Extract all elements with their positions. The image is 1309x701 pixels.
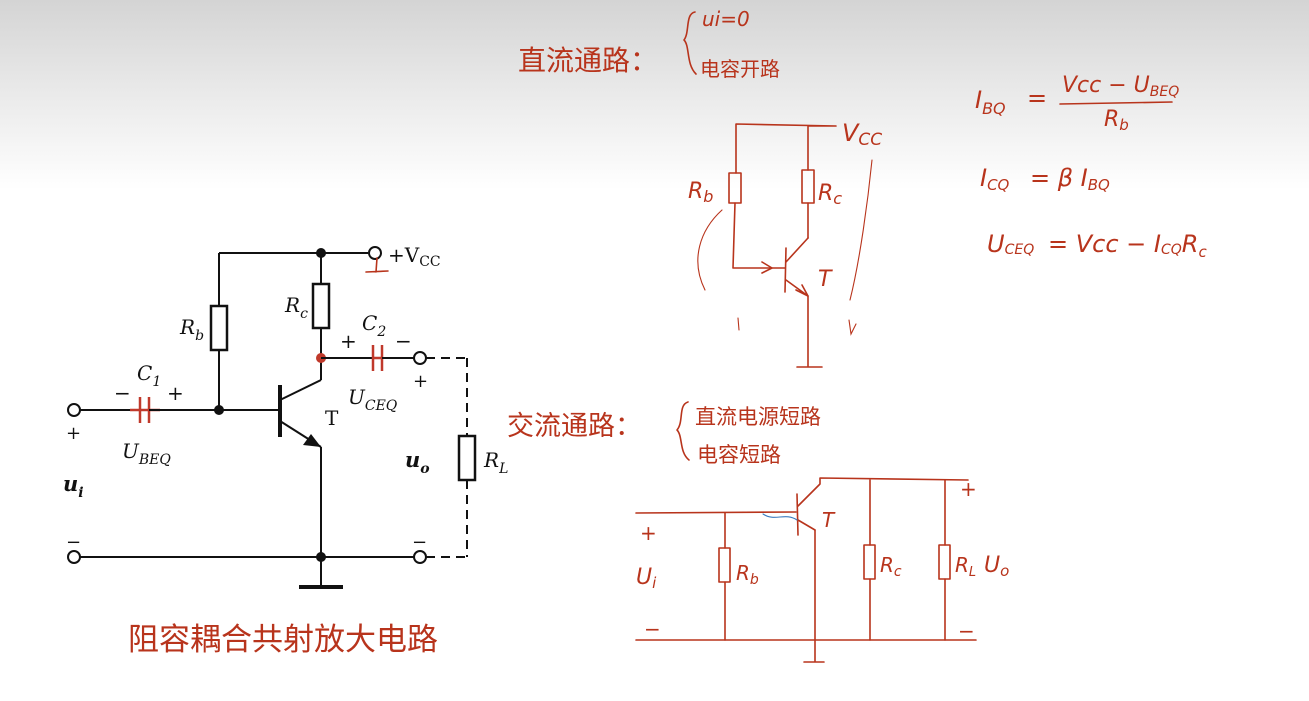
output-minus: −: [412, 532, 427, 553]
c1-plus: +: [167, 381, 184, 405]
dc-t-label: T: [818, 267, 833, 292]
input-minus: −: [66, 532, 81, 553]
dc-sketch: VCC Rb Rc T: [688, 119, 882, 368]
vcc-terminal: [368, 246, 382, 260]
dc-loop-tick: [737, 317, 740, 331]
circuit-title: 阻容耦合共射放大电路: [128, 622, 438, 658]
rl-resistor: [457, 434, 477, 482]
ibq-lhs: IBQ: [975, 86, 1006, 118]
c1-minus: −: [114, 381, 131, 405]
ac-plus-left: +: [640, 521, 657, 545]
uceq-rhs: = Vcc − ICQRc: [1048, 230, 1207, 261]
ac-minus-right: −: [958, 619, 975, 643]
ac-rc-label: Rc: [880, 553, 902, 580]
ibq-numerator: Vcc − UBEQ: [1062, 73, 1179, 100]
uceq-label: UCEQ: [348, 385, 398, 414]
rc-resistor: [311, 282, 331, 330]
dc-base-arrow: [761, 261, 773, 274]
c2-label: C2: [362, 311, 386, 340]
ac-path-title: 交流通路：: [507, 411, 642, 442]
ac-rb-label: Rb: [736, 561, 759, 588]
ac-rb-resistor: [718, 547, 731, 583]
dc-transistor-base: [784, 247, 787, 293]
npn-transistor: [278, 379, 322, 557]
ac-plus-right: +: [960, 477, 977, 501]
uo-label: uo: [405, 447, 430, 477]
icq-lhs: ICQ: [980, 164, 1010, 194]
ac-rule-1: 直流电源短路: [695, 405, 821, 429]
c2-minus: −: [395, 329, 412, 353]
dc-path-title: 直流通路：: [518, 44, 658, 77]
ibq-denominator: Rb: [1104, 107, 1129, 134]
ac-brace: [676, 401, 690, 461]
ac-input-wire: [635, 511, 797, 514]
ac-transistor-base: [796, 493, 799, 536]
ubeq-label: UBEQ: [122, 439, 171, 468]
dc-rule-1: ui=0: [702, 7, 750, 31]
ac-minus-left: −: [644, 617, 661, 641]
dc-rb-label: Rb: [688, 179, 713, 206]
ui-label: ui: [63, 471, 84, 501]
ac-ground: [803, 529, 825, 663]
dc-rule-2: 电容开路: [700, 57, 780, 81]
ac-rl-label: RL: [955, 553, 976, 580]
c1-label: C1: [137, 361, 161, 390]
formulas: IBQ = Vcc − UBEQ Rb ICQ = β IBQ UCEQ = V…: [975, 73, 1207, 261]
dc-rc-label: Rc: [818, 181, 842, 208]
dc-rb-resistor: [728, 172, 742, 204]
dc-vcc-label: VCC: [842, 119, 882, 150]
ac-rl-resistor: [938, 544, 951, 580]
printed-circuit: +VCC Rb Rc C2 + − + UCEQ C1 −: [63, 243, 508, 589]
ibq-eq: =: [1027, 84, 1047, 112]
ibq-fraction-bar: [1059, 101, 1173, 105]
dc-current-loop-2: [849, 159, 873, 301]
dc-transistor-emitter: [785, 279, 809, 297]
dc-brace: [683, 11, 697, 75]
rc-label: Rc: [284, 293, 308, 322]
ac-rc-resistor: [863, 544, 876, 580]
input-plus: +: [66, 423, 81, 444]
ac-collector-rail: [797, 477, 969, 507]
vcc-ground-mark: [365, 257, 389, 273]
output-plus: +: [413, 371, 428, 392]
ac-rule-2: 电容短路: [697, 443, 781, 467]
ac-ui-label: Ui: [636, 565, 657, 592]
rb-label: Rb: [179, 315, 204, 344]
dc-rc-resistor: [801, 169, 815, 204]
dc-current-loop-1: [697, 209, 723, 291]
ac-transistor-emitter: [797, 519, 816, 531]
ac-emitter-mark: [762, 513, 798, 521]
base-junction-dot: [214, 405, 224, 415]
dc-vcc-rail: [735, 123, 837, 174]
ac-t-label: T: [822, 508, 836, 532]
c2-plus: +: [340, 329, 357, 353]
icq-rhs: = β IBQ: [1030, 164, 1110, 194]
transistor-label: T: [325, 406, 339, 430]
uceq-lhs: UCEQ: [987, 230, 1034, 258]
vcc-label: +VCC: [388, 243, 441, 270]
rl-label: RL: [483, 448, 508, 477]
rb-resistor: [209, 304, 229, 352]
dc-base-wire: [732, 202, 786, 269]
ac-sketch: + Ui − Rb T Rc RL Uo + −: [635, 477, 1009, 663]
dc-loop-arrow: [848, 319, 857, 336]
input-terminal-top: [67, 403, 81, 417]
dc-transistor-collector: [785, 237, 809, 263]
ac-uo-label: Uo: [984, 553, 1009, 580]
dc-ground: [796, 295, 823, 368]
output-terminal-top: [413, 351, 427, 365]
